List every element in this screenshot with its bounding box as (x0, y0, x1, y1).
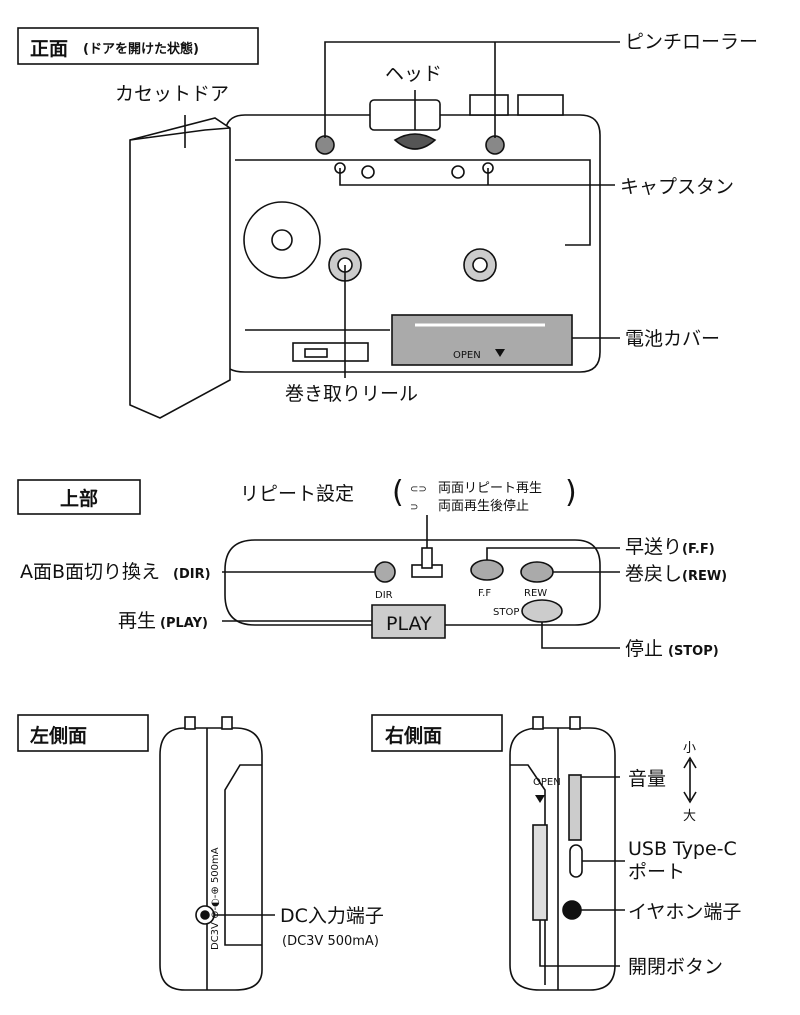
label-pinch-roller: ピンチローラー (625, 31, 758, 53)
speaker (243, 201, 321, 279)
leader-capstan (339, 168, 615, 186)
label-volume: 音量 (628, 768, 666, 790)
label-capstan: キャプスタン (620, 176, 734, 198)
pinch-roller-left (315, 135, 335, 155)
battery-compartment-mark (292, 342, 369, 362)
volume-wheel[interactable] (568, 774, 582, 841)
dir-print: DIR (375, 590, 393, 601)
dir-button[interactable] (374, 561, 396, 583)
front-title-box (17, 27, 259, 65)
left-title-box (17, 714, 149, 752)
right-title-box (371, 714, 503, 752)
label-stop: 停止 (625, 638, 663, 660)
head-bracket (369, 99, 441, 131)
player-body-right (509, 727, 616, 991)
play-print: PLAY (386, 613, 432, 635)
leader-pinch-roller (324, 41, 620, 138)
label-cassette-door: カセットドア (115, 83, 229, 105)
svg-text:): ) (565, 475, 577, 510)
volume-arrow-icon (683, 756, 697, 804)
label-play: 再生 (118, 610, 156, 632)
front-section: 正面 (ドアを開けた状態) (17, 27, 620, 419)
stop-button[interactable] (521, 599, 563, 623)
label-dir-abbr: (DIR) (173, 567, 211, 582)
label-dir: A面B面切り換え (20, 561, 160, 583)
right-title: 右側面 (384, 724, 442, 747)
label-usb: USB Type-C (628, 838, 737, 860)
leader-ff (486, 547, 620, 560)
top-section: 上部 DIR F.F REW PLAY STOP (17, 479, 620, 649)
label-play-abbr: (PLAY) (160, 616, 208, 631)
player-body-top (224, 539, 601, 626)
label-repeat-setting: リピート設定 (240, 483, 354, 505)
pinch-roller-right (485, 135, 505, 155)
rew-print: REW (524, 588, 547, 599)
front-title-sub: (ドアを開けた状態) (83, 41, 199, 57)
cassette-door[interactable] (129, 117, 231, 419)
left-title: 左側面 (30, 724, 87, 747)
label-vol-small: 小 (683, 741, 696, 756)
open-arrow-side-icon (535, 795, 545, 803)
guide-hole-left (361, 165, 375, 179)
label-usb-port: ポート (628, 861, 685, 883)
label-dc-spec: (DC3V 500mA) (282, 934, 379, 949)
front-title: 正面 (30, 38, 68, 60)
right-section: 右側面 OPEN (371, 714, 697, 991)
dc-print: DC3V ⊖-◐-⊕ 500mA (210, 847, 221, 950)
ff-button[interactable] (470, 559, 504, 581)
guide-hole-right (451, 165, 465, 179)
label-battery-cover: 電池カバー (625, 328, 720, 350)
top-title-box (17, 479, 141, 515)
repeat-switch-knob[interactable] (421, 547, 433, 569)
battery-icon (304, 348, 328, 358)
label-ff: 早送り (625, 536, 682, 558)
label-rew: 巻戻し (625, 563, 682, 585)
open-print: OPEN (533, 777, 561, 788)
leader-open-close (539, 920, 620, 967)
top-bump-2 (517, 94, 564, 116)
open-mark-text: OPEN (453, 350, 481, 361)
svg-text:(: ( (392, 475, 404, 510)
label-head: ヘッド (385, 63, 442, 85)
player-body-left (159, 727, 263, 991)
leader-stop (541, 622, 620, 649)
label-dc-in: DC入力端子 (280, 905, 384, 927)
top-title: 上部 (60, 487, 98, 510)
stop-print: STOP (493, 607, 519, 618)
rew-button[interactable] (520, 561, 554, 583)
open-close-button[interactable] (532, 824, 548, 921)
label-ff-abbr: (F.F) (682, 542, 715, 557)
label-take-up-reel: 巻き取りリール (285, 383, 418, 405)
ff-print: F.F (478, 588, 491, 599)
label-open-close: 開閉ボタン (628, 956, 723, 978)
head (393, 133, 437, 150)
left-section: 左側面 DC3V ⊖-◐-⊕ 500mA (17, 714, 275, 991)
battery-cover[interactable] (391, 314, 573, 366)
svg-text:⊃: ⊃ (410, 502, 418, 513)
earphone-jack[interactable] (562, 900, 582, 920)
speaker-center (271, 229, 293, 251)
top-bump-1 (469, 94, 509, 116)
label-repeat-stop: 両面再生後停止 (438, 498, 529, 514)
label-earphone: イヤホン端子 (628, 901, 741, 923)
label-repeat-both: 両面リピート再生 (438, 481, 542, 496)
usb-c-port[interactable] (569, 844, 583, 878)
label-stop-abbr: (STOP) (668, 644, 719, 659)
svg-text:⊂⊃: ⊂⊃ (410, 484, 427, 495)
open-arrow-icon (495, 349, 505, 357)
label-rew-abbr: (REW) (682, 569, 727, 584)
play-button[interactable] (371, 604, 446, 639)
cassette-well-line (235, 159, 591, 246)
label-vol-large: 大 (683, 809, 696, 824)
